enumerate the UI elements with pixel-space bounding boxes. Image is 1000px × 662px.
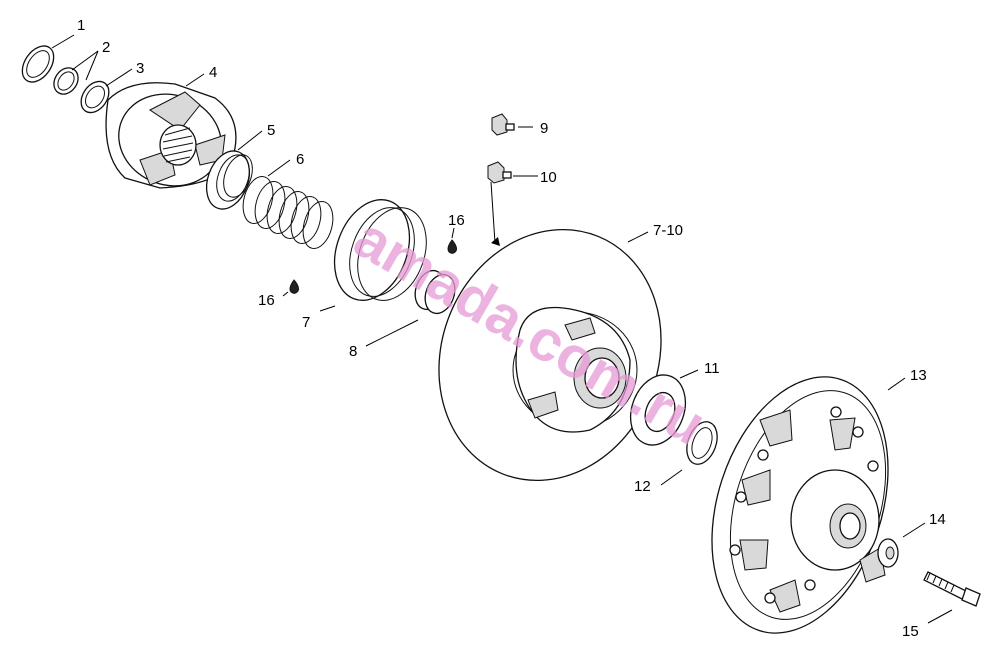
- part-15-bolt: [923, 571, 981, 607]
- part-4-spider: [105, 82, 237, 189]
- part-9-slider: [491, 113, 515, 136]
- callout-14: 14: [929, 511, 946, 528]
- callout-7-10: 7-10: [653, 222, 683, 239]
- callout-13: 13: [910, 367, 927, 384]
- callout-7: 7: [302, 314, 310, 331]
- callout-8: 8: [349, 343, 357, 360]
- callout-6: 6: [296, 151, 304, 168]
- part-7-cover-ring: [333, 199, 427, 301]
- part-8-bushing: [414, 269, 456, 315]
- callout-5: 5: [267, 122, 275, 139]
- part-2-circlip: [53, 67, 79, 95]
- callout-15: 15: [902, 623, 919, 640]
- part-7-10-movable-sheave: [438, 228, 662, 482]
- part-14-washer: [877, 538, 899, 568]
- callout-3: 3: [136, 60, 144, 77]
- part-11-washer: [629, 374, 687, 446]
- part-16-grease-drop-a: [447, 239, 457, 254]
- part-3-washer: [80, 80, 110, 114]
- leader-lines: [51, 34, 953, 624]
- part-1-snap-ring: [21, 45, 55, 83]
- callout-4: 4: [209, 64, 217, 81]
- part-12-ring: [686, 421, 718, 465]
- callout-16-upper: 16: [448, 212, 465, 229]
- callout-9: 9: [540, 120, 548, 137]
- callout-2: 2: [102, 39, 110, 56]
- part-10-slider: [487, 161, 512, 184]
- callout-16-lower: 16: [258, 292, 275, 309]
- callout-11: 11: [704, 360, 720, 377]
- part-6-spring: [242, 176, 334, 249]
- part-13-fixed-sheave: [711, 376, 889, 634]
- callout-12: 12: [634, 478, 651, 495]
- part-16-grease-drop-b: [289, 279, 299, 294]
- callout-1: 1: [77, 17, 85, 34]
- part-5-bushing: [205, 150, 253, 210]
- callout-10: 10: [540, 169, 557, 186]
